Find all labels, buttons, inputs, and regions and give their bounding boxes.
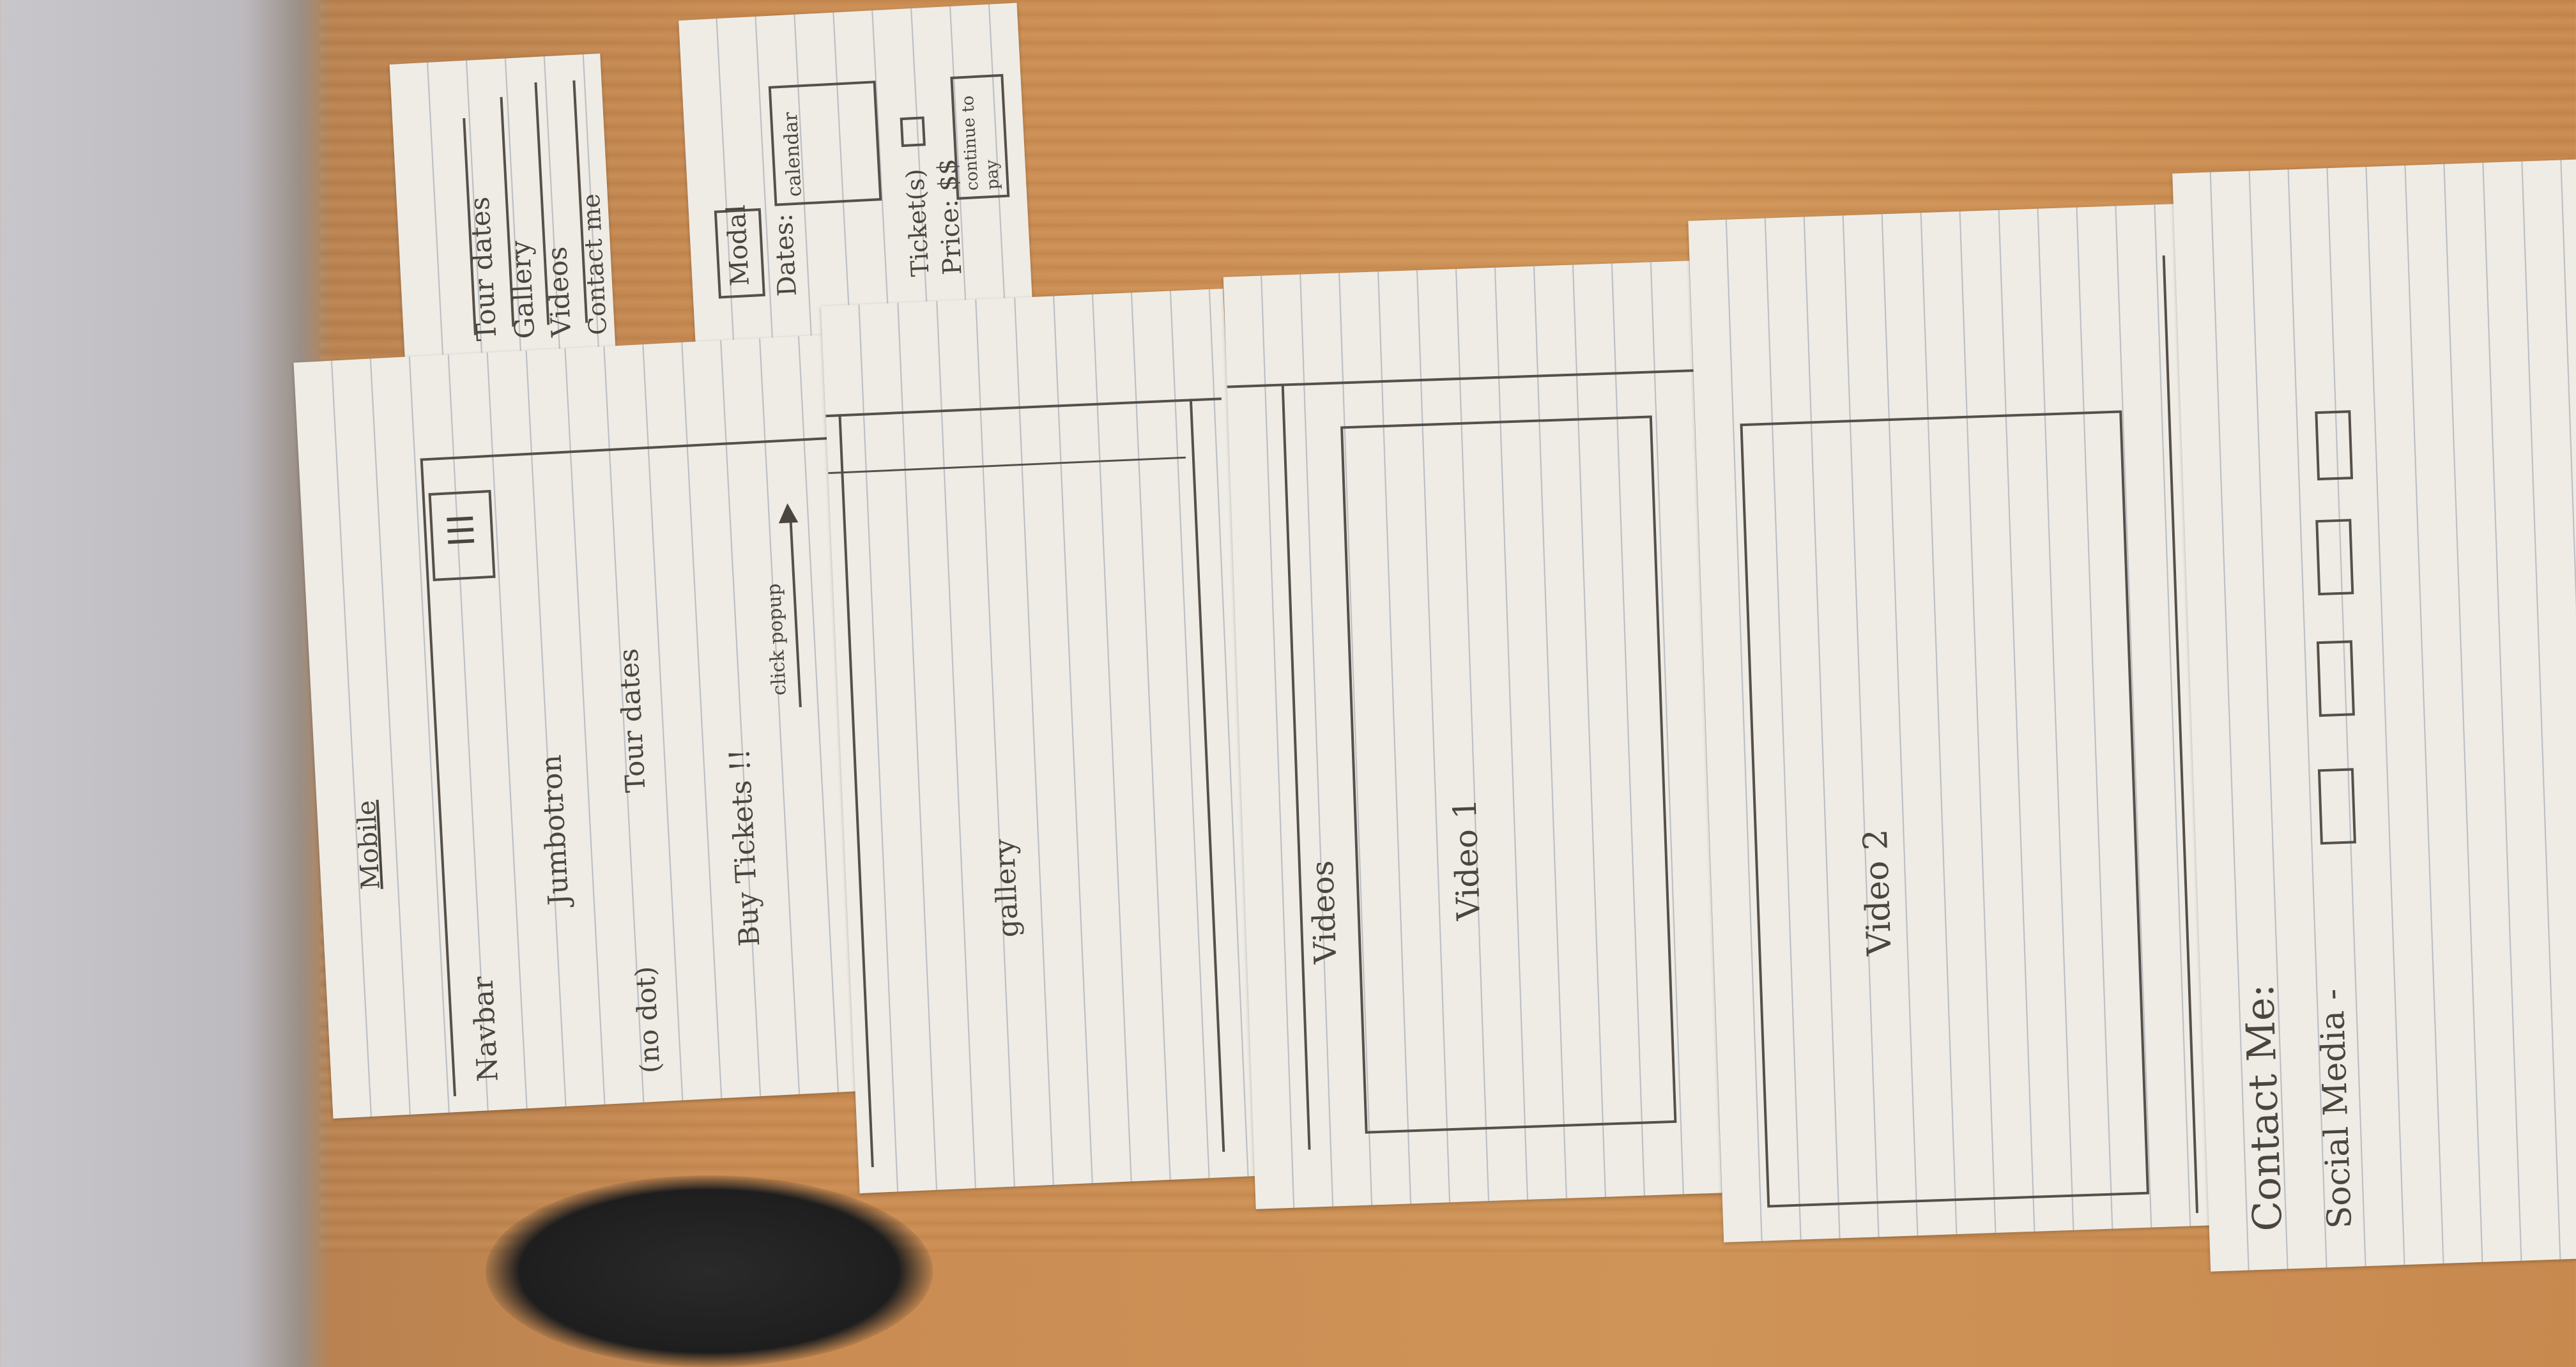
continue-pay-label: continue to pay [958,95,1003,192]
mobile-page: Mobile ☰ Navbar Jumbotron (no dot) Tour … [293,334,870,1119]
social-icon-box [2315,410,2354,481]
social-icon-box [2315,519,2354,596]
social-icon-box [2317,768,2356,845]
gallery-label: gallery [988,838,1025,938]
gallery-second-line [828,456,1186,475]
social-icon-box [2316,640,2355,717]
video-1-frame [1340,415,1677,1134]
modal-card: Modal Dates: calendar Ticket(s) Price: $… [678,3,1034,343]
videos-left-edge [1281,383,1311,1150]
social-media-label: Social Media - [2312,988,2359,1230]
tickets-label: Ticket(s) [900,168,935,278]
navbar-label: Navbar [466,975,505,1083]
navbar-top-line [420,437,829,461]
hamburger-icon: ☰ [443,510,478,553]
modal-title: Modal [721,204,755,287]
click-popup-label: click popup [762,583,791,696]
contact-page: Contact Me: Social Media - [2172,159,2576,1272]
tickets-checkbox [900,116,926,148]
gallery-page: gallery [820,288,1262,1194]
camera-shadow [486,1175,933,1367]
gallery-right-edge [1189,399,1225,1152]
menu-item-tour-dates: Tour dates [463,195,503,342]
tickets-arrow-line [789,515,802,708]
menu-card: Tour dates Gallery Videos Contact me [389,53,617,371]
videos-page: Videos Video 1 [1223,260,1742,1209]
menu-item-contact: Contact me [576,193,613,336]
menu-item-gallery: Gallery [504,240,541,340]
arrow-up-icon: ▲ [777,496,799,527]
tour-dates-label: Tour dates [612,647,652,793]
videos-header-line [1227,369,1700,388]
menu-item-videos: Videos [540,245,578,338]
calendar-label: calendar [779,111,806,197]
buy-tickets-label: Buy Tickets !! [723,747,767,947]
video-1-label: Video 1 [1446,798,1488,921]
jumbotron-label: Jumbotron [535,754,576,906]
modal-dates-label: Dates: [769,213,802,298]
contact-me-label: Contact Me: [2235,983,2292,1232]
gallery-top-line [825,397,1222,418]
video-2-label: Video 2 [1856,828,1899,957]
videos-heading: Videos [1304,860,1344,965]
mobile-heading: Mobile [351,799,386,890]
video-2-frame [1740,410,2149,1208]
no-dot-label: (no dot) [629,965,666,1074]
